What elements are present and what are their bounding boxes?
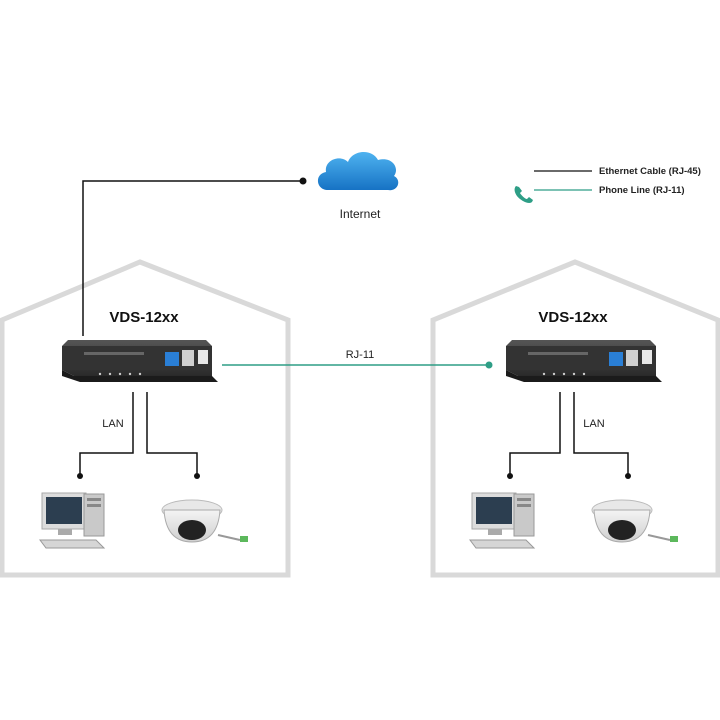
rj11-connector-dot — [485, 361, 493, 369]
legend-phone-label: Phone Line (RJ-11) — [599, 185, 685, 196]
legend: Ethernet Cable (RJ-45) Phone Line (RJ-11… — [514, 166, 701, 203]
left-house — [0, 259, 291, 578]
rj11-label: RJ-11 — [346, 349, 375, 361]
right-lan-lines — [507, 392, 631, 479]
legend-ethernet-label: Ethernet Cable (RJ-45) — [599, 166, 701, 177]
internet-label: Internet — [340, 207, 381, 221]
left-pc-icon — [39, 492, 106, 549]
internet-cloud-icon — [317, 151, 399, 191]
right-vdsl-device — [506, 340, 662, 382]
left-lan-lines — [77, 392, 200, 479]
left-lan-label: LAN — [102, 418, 123, 430]
right-camera-icon — [591, 499, 678, 543]
rj11-link — [222, 361, 493, 369]
internet-ethernet-link — [82, 177, 307, 336]
phone-icon — [514, 186, 533, 203]
left-device-title: VDS-12xx — [109, 309, 179, 326]
right-pc-icon — [469, 492, 536, 549]
right-lan-label: LAN — [583, 418, 604, 430]
left-camera-icon — [161, 499, 248, 543]
right-device-title: VDS-12xx — [538, 309, 608, 326]
right-house — [430, 259, 720, 578]
left-vdsl-device — [62, 340, 218, 382]
connector-dot — [299, 177, 307, 185]
